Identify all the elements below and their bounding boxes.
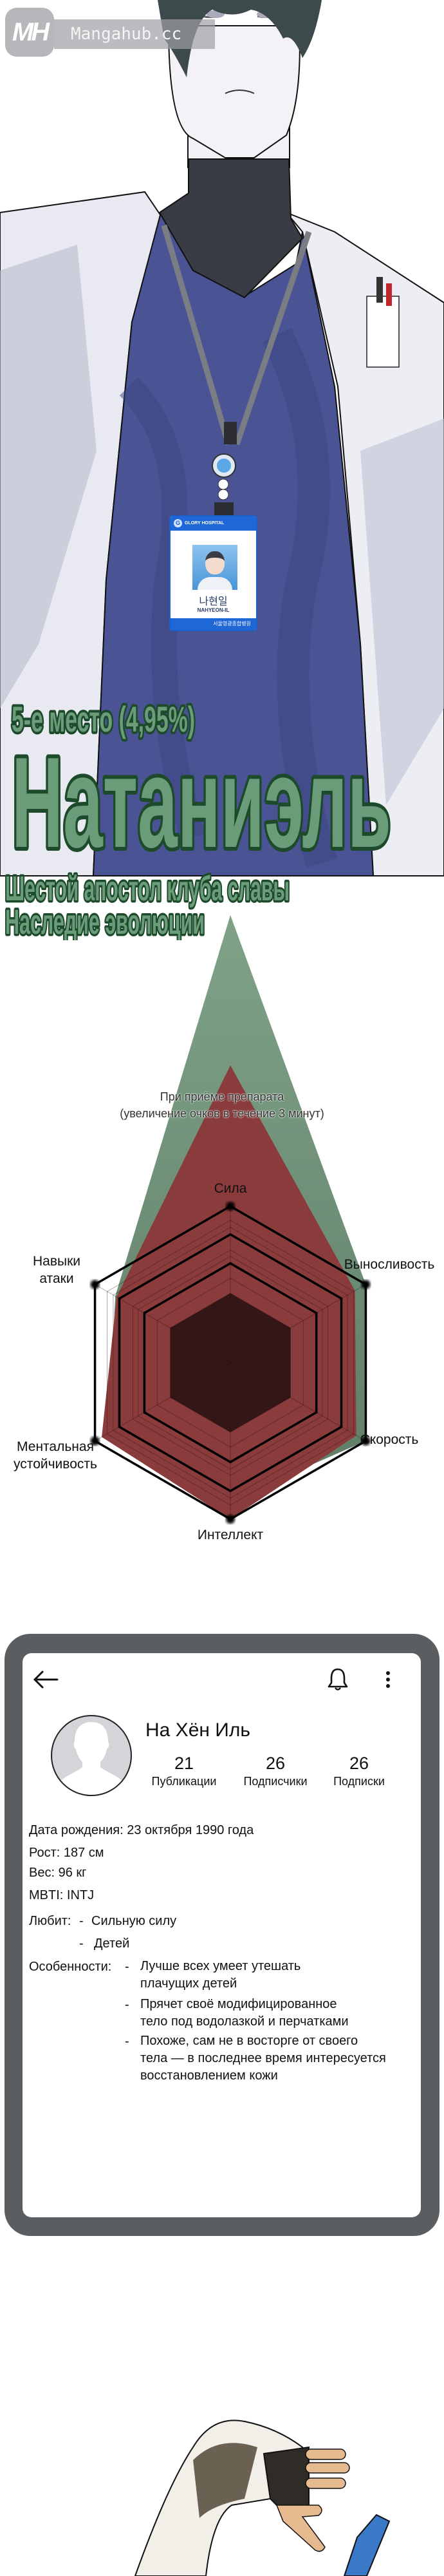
list-dash: - [125,1998,129,2012]
radar-vertex-dot [226,1202,235,1211]
watermark-logo: MH [5,8,54,57]
radar-vertex-dot [361,1280,371,1289]
turtleneck [158,158,304,299]
feature-line: тела — в последнее время интересуется [140,2051,386,2065]
badge-footer: 서울영광종합병원 [171,618,256,630]
radar-minor-ring [156,1278,304,1448]
badge-korean-name: 나현일 [199,595,228,607]
watermark-text: Mangahub.cc [54,19,215,49]
feature-item: Прячет своё модифицированное тело под во… [140,1996,349,2031]
avatar [51,1715,132,1796]
radar-minor-ring [138,1256,323,1470]
stat-value: 21 [174,1754,194,1773]
id-badge: GLORY HOSPITAL 나현일 NAHYEON-IL 서울영광종합병원 [169,515,257,631]
radar-minor-ring [132,1249,329,1476]
subtitle-line-1: Шестой апостол клуба славы [5,869,290,908]
feature-line: тело под водолазкой и перчатками [140,2014,349,2029]
feature-line: Лучше всех умеет утешать [140,1959,301,1973]
feature-line: восстановлением кожи [140,2069,278,2083]
title-block: 5-е место (4,95%) Натаниэль Шестой апост… [3,696,396,940]
height: Рост: 187 см [29,1846,104,1860]
user-silhouette-icon [57,1722,126,1795]
profile-name: На Хён Иль [145,1719,250,1741]
axis-label-speed: Скорость [360,1432,419,1447]
axis-label-intellect: Интеллект [197,1528,264,1542]
badge-latin-name: NAHYEON-IL [197,607,230,613]
rank-text: 5-е место (4,95%) [12,699,195,739]
radar-ring [118,1233,343,1493]
glove [263,2446,310,2513]
stat-following[interactable]: 26 Подписки [314,1753,404,1789]
like-item: Сильную силу [91,1914,177,1928]
weight: Вес: 96 кг [29,1866,87,1880]
axis-label-line: атаки [39,1271,74,1286]
back-arrow-icon[interactable] [32,1670,59,1689]
radar-spoke [230,1362,366,1441]
stat-followers[interactable]: 26 Подписчики [230,1753,320,1789]
radar-vertex-dot [361,1436,371,1446]
subtitle-line-2: Наследие эволюции [5,903,205,940]
axis-label-line: Навыки [32,1254,80,1269]
radar-spoke [95,1284,231,1363]
feature-line: Похоже, сам не в восторге от своего [140,2034,358,2048]
mbti: MBTI: INTJ [29,1888,95,1902]
likes-label: Любит: [29,1914,71,1928]
character-illustration [0,0,444,879]
stat-label: Подписчики [243,1775,308,1788]
axis-label-line: Ментальная [17,1439,94,1454]
list-dash: - [125,2034,129,2049]
radar-series-1 [102,1065,356,1519]
badge-photo [192,545,237,590]
feature-line: плачущих детей [140,1976,237,1991]
badge-hospital: GLORY HOSPITAL [171,516,256,531]
radar-vertex-dot [90,1280,100,1289]
radar-minor-ring [113,1227,348,1499]
radar-vertex-dot [226,1515,235,1524]
axis-label-mental-stability: Ментальная устойчивость [4,1438,107,1473]
list-dash: - [125,1960,129,1974]
stat-value: 26 [265,1754,286,1773]
features-label: Особенности: [29,1960,112,1974]
chart-title-line-2: (увеличение очков в течение 3 минут) [120,1107,324,1120]
axis-label-line: устойчивость [14,1457,97,1472]
stat-value: 26 [349,1754,369,1773]
list-dash: - [79,1914,84,1928]
more-options-icon[interactable] [384,1670,393,1690]
radar-spoke [230,1284,366,1363]
like-item: Детей [94,1937,130,1951]
stat-posts[interactable]: 21 Публикации [139,1753,229,1789]
axis-label-endurance: Выносливость [344,1257,435,1272]
radar-vertex-dot [90,1436,100,1446]
character-name: Натаниэль [12,731,391,875]
feature-line: Прячет своё модифицированное [140,1997,337,2011]
feature-item: Похоже, сам не в восторге от своего тела… [140,2032,386,2085]
radar-inner-area [170,1293,291,1433]
hand-illustration [134,2420,391,2576]
birth-date: Дата рождения: 23 октября 1990 года [29,1823,254,1837]
axis-label-attack-skills: Навыки атаки [18,1253,95,1287]
axis-label-strength: Сила [214,1181,247,1196]
feature-item: Лучше всех умеет утешать плачущих детей [140,1958,301,1993]
bell-icon[interactable] [327,1667,349,1692]
radar-chart [90,915,371,1524]
radar-minor-ring [106,1220,355,1506]
radar-ring [143,1262,318,1464]
stat-label: Подписки [333,1775,385,1788]
stat-label: Публикации [151,1775,217,1788]
radar-spoke [95,1362,231,1441]
list-dash: - [79,1937,84,1951]
chart-title-line-1: При приёме препарата [160,1090,284,1103]
